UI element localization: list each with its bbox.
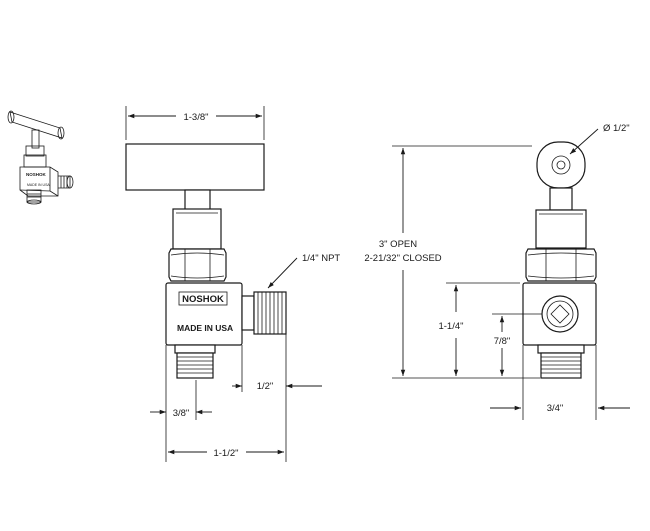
front-handle	[125, 143, 265, 191]
thumbnail-made-in: MADE IN USA	[27, 183, 50, 187]
dim-body-height: 1-1/4"	[438, 321, 463, 332]
dim-overall-width: 1-1/2"	[213, 448, 238, 459]
side-stem	[549, 187, 573, 211]
side-bonnet-hex	[525, 248, 597, 282]
front-view: NOSHOK MADE IN USA 1-3/8" 1/4" NPT	[125, 106, 340, 462]
side-handle	[536, 141, 586, 189]
dim-bottom-offset: 3/8"	[173, 408, 190, 419]
front-side-port-collar	[241, 295, 255, 331]
side-view: Ø 1/2" 3" OPEN 2-21/32" CLOSED 1-1/4" 7/…	[364, 123, 630, 420]
dim-handle-width: 1-3/8"	[183, 112, 208, 123]
thumbnail-valve: NOSHOK MADE IN USA	[7, 110, 74, 205]
thumbnail-brand: NOSHOK	[26, 172, 47, 177]
dim-height-closed: 2-21/32" CLOSED	[364, 253, 441, 264]
side-bottom-collar	[537, 344, 585, 354]
front-bonnet-hex	[168, 248, 227, 282]
dim-port-center: 7/8"	[494, 336, 511, 347]
dim-side-offset: 1/2"	[257, 381, 274, 392]
front-made-in: MADE IN USA	[177, 323, 233, 333]
front-bottom-collar	[174, 344, 216, 354]
front-brand: NOSHOK	[182, 294, 224, 305]
dim-port: 1/4" NPT	[302, 253, 340, 264]
dim-height-open: 3" OPEN	[379, 239, 417, 250]
front-packing-nut	[172, 208, 222, 250]
front-brand-logo	[178, 291, 228, 306]
front-stem	[184, 189, 211, 211]
side-packing-nut	[535, 209, 587, 249]
dim-handle-diameter: Ø 1/2"	[603, 123, 630, 134]
dim-body-width: 3/4"	[547, 403, 564, 414]
